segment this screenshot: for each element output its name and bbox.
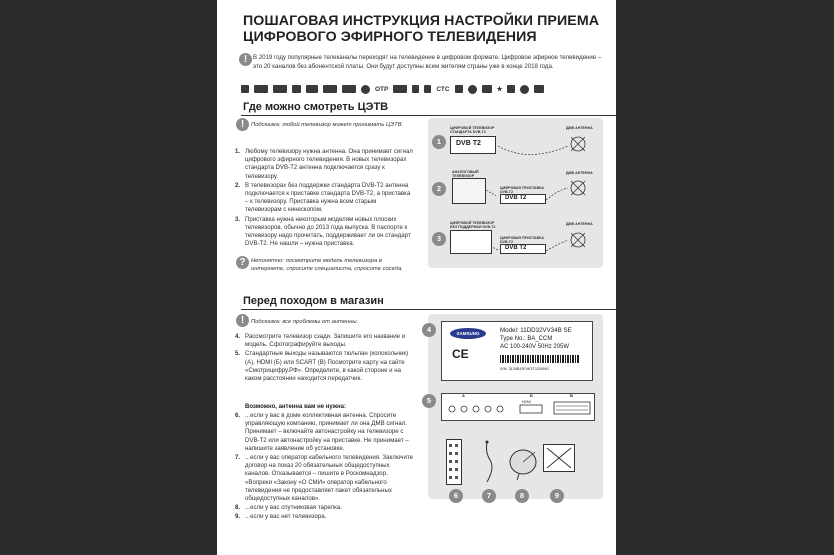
channel-logo xyxy=(412,85,420,93)
list-item: 8....если у вас спутниковая тарелка. xyxy=(235,504,342,512)
sticker-power: AC 100-240V 50Hz 205W xyxy=(500,344,570,350)
step-badge-6: 6 xyxy=(449,489,463,503)
channel-logo xyxy=(342,85,356,93)
channel-logo xyxy=(292,85,301,93)
ports-drawing xyxy=(448,401,591,415)
hdmi-label: HDMI xyxy=(522,400,531,404)
cable-icon xyxy=(485,440,493,483)
box-label: ЦИФРОВАЯ ПРИСТАВКА DVB-T2 xyxy=(500,236,545,244)
channel-logo xyxy=(520,84,530,94)
tv-label-digital: ЦИФРОВОЙ ТЕЛЕВИЗОР СТАНДАРТА DVB-T2 xyxy=(450,126,495,134)
subheading: Возможно, антенна вам не нужна: xyxy=(245,404,346,410)
tv-label-analog: АНАЛОГОВЫЙ ТЕЛЕВИЗОР xyxy=(452,170,479,178)
channel-logo xyxy=(534,85,545,93)
box-label: ЦИФРОВАЯ ПРИСТАВКА DVB-T2 xyxy=(500,186,545,194)
hint-text: Подсказка: любой телевизор может принима… xyxy=(251,122,404,128)
channel-logo xyxy=(323,85,337,93)
port-label-b: Б xyxy=(530,393,533,398)
channel-logo xyxy=(424,85,432,93)
step-badge-8: 8 xyxy=(515,489,529,503)
antenna-label: ДМВ АНТЕННА xyxy=(566,171,593,175)
channel-logo xyxy=(507,85,516,93)
steps-list-3: 6....если у вас в доме коллективная анте… xyxy=(235,412,413,523)
info-icon: ! xyxy=(239,53,252,66)
hint-icon: ! xyxy=(236,314,249,327)
no-tv-icon xyxy=(543,444,575,472)
section-divider xyxy=(241,115,616,116)
list-item: 9....если у вас нет телевизора. xyxy=(235,513,327,521)
tv-rating-sticker: SAMSUNG CE Model: 11DD32VV34B SE Type No… xyxy=(441,321,593,381)
section-heading-where: Где можно смотреть ЦЭТВ xyxy=(243,101,389,113)
sticker-type: Type No.: BA_CCM xyxy=(500,336,553,342)
brand-logo: SAMSUNG xyxy=(450,328,486,339)
channel-logo xyxy=(481,85,492,93)
channel-logo xyxy=(241,85,249,93)
connection-diagram: 1 2 3 ЦИФРОВОЙ ТЕЛЕВИЗОР СТАНДАРТА DVB-T… xyxy=(428,118,603,268)
sticker-serial: S/N: 3134BJ0F4K3T1200NG xyxy=(500,367,549,371)
step-badge-2: 2 xyxy=(432,182,446,196)
list-item: 5.Стандартные выходы называются тюльпан … xyxy=(235,350,409,383)
question-icon: ? xyxy=(236,256,249,269)
section-divider xyxy=(241,309,616,310)
ce-mark: CE xyxy=(452,347,469,361)
tv-ports-panel: А Б В HDMI xyxy=(441,393,595,421)
barcode xyxy=(500,355,580,363)
page-title: ПОШАГОВАЯ ИНСТРУКЦИЯ НАСТРОЙКИ ПРИЕМА ЦИ… xyxy=(243,13,600,45)
list-item: 6....если у вас в доме коллективная анте… xyxy=(235,412,409,452)
tv-label-flat: ЦИФРОВОЙ ТЕЛЕВИЗОР БЕЗ ПОДДЕРЖКИ DVB-T2 xyxy=(450,221,496,229)
step-badge-1: 1 xyxy=(432,135,446,149)
channel-logo-otr: ОТР xyxy=(375,85,389,93)
channel-logo xyxy=(467,84,477,94)
antenna-label: ДМВ АНТЕННА xyxy=(566,126,593,130)
set-top-box-icon: DVB T2 xyxy=(500,194,546,204)
digital-tv-icon: DVB T2 xyxy=(450,136,496,154)
list-item: 3.Приставка нужна некоторым моделям новы… xyxy=(235,215,411,248)
channel-logo xyxy=(254,85,268,93)
port-label-a: А xyxy=(462,393,465,398)
sticker-model: Model: 11DD32VV34B SE xyxy=(500,327,572,334)
antenna-label: ДМВ АНТЕННА xyxy=(566,222,593,226)
apartment-building-icon xyxy=(446,439,462,485)
list-item: 7....если у вас оператор кабельного теле… xyxy=(235,454,413,503)
document-page: ПОШАГОВАЯ ИНСТРУКЦИЯ НАСТРОЙКИ ПРИЕМА ЦИ… xyxy=(217,0,616,555)
step-badge-7: 7 xyxy=(482,489,496,503)
channel-logo xyxy=(393,85,408,93)
channel-logo-sts: СТС xyxy=(436,85,450,93)
note-text: Непонятно: посмотрите модель телевизора … xyxy=(251,258,403,272)
step-badge-4: 4 xyxy=(422,323,436,337)
channel-logo xyxy=(306,85,318,93)
steps-list-2: 4.Рассмотрите телевизор сзади. Запишите … xyxy=(235,333,413,384)
analog-tv-icon xyxy=(452,178,486,204)
intro-text: В 2019 году популярные телеканалы перехо… xyxy=(253,54,602,70)
hint-icon: ! xyxy=(236,118,249,131)
section-heading-store: Перед походом в магазин xyxy=(243,295,384,307)
set-top-box-icon: DVB T2 xyxy=(500,244,546,254)
step-badge-3: 3 xyxy=(432,232,446,246)
list-item: 1.Любому телевизору нужна антенна. Она п… xyxy=(235,148,413,180)
satellite-dish-icon xyxy=(509,449,537,481)
step-badge-5: 5 xyxy=(422,394,436,408)
channel-logo-star: ★ xyxy=(496,86,503,93)
hint-text: Подсказка: все проблемы от антенны. xyxy=(251,319,359,325)
channel-logo xyxy=(361,84,370,94)
channel-logos-row: ОТР СТС ★ xyxy=(241,82,611,96)
flat-tv-icon xyxy=(450,230,492,254)
port-label-c: В xyxy=(570,393,573,398)
diagram-wires xyxy=(485,136,586,252)
step-badge-9: 9 xyxy=(550,489,564,503)
steps-list-1: 1.Любому телевизору нужна антенна. Она п… xyxy=(235,148,413,249)
channel-logo xyxy=(273,85,287,93)
list-item: 2.В телевизорах без поддержки стандарта … xyxy=(235,181,411,214)
channel-logo xyxy=(454,85,463,93)
list-item: 4.Рассмотрите телевизор сзади. Запишите … xyxy=(235,333,406,349)
